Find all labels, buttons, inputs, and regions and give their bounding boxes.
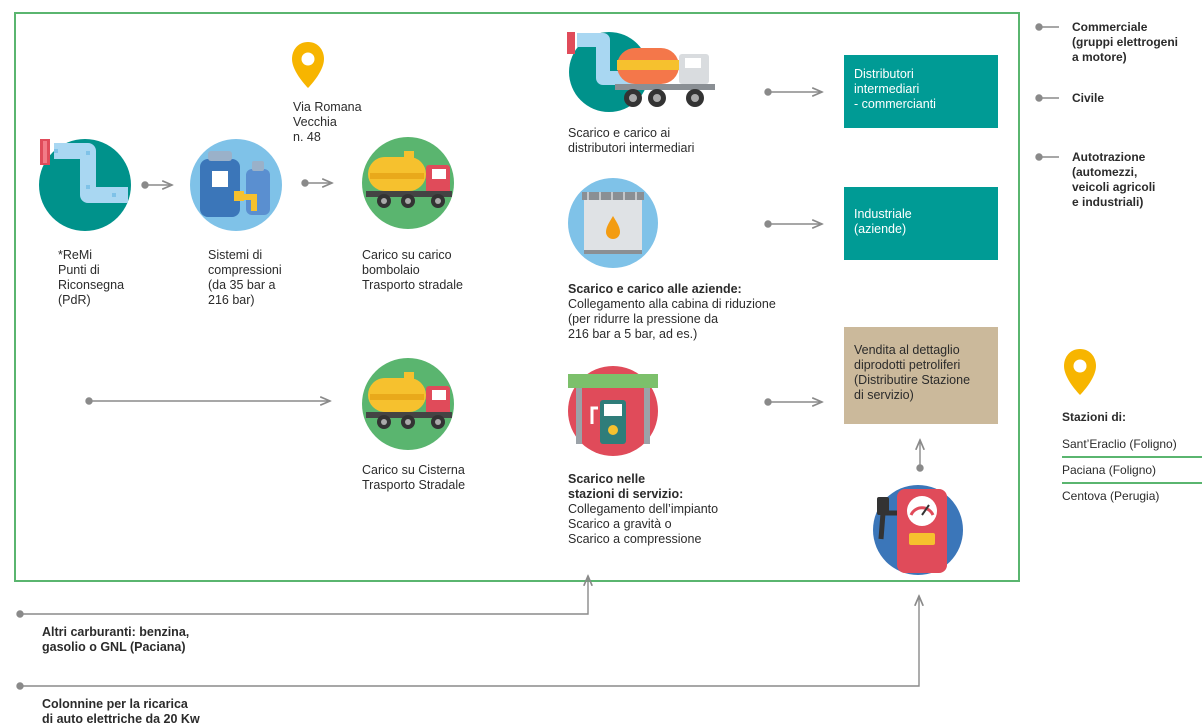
legend-civile: Civile: [1072, 91, 1105, 105]
main-frame: [14, 12, 1020, 582]
truck-tank-icon: [362, 137, 454, 229]
service-station-icon: [568, 366, 658, 456]
box-industriale: Industriale(aziende): [844, 187, 998, 260]
arrow-to-industriale: [764, 221, 822, 227]
legend-line-autotrazione: [1035, 153, 1059, 161]
aziende-caption: Scarico e carico alle aziende: Collegame…: [568, 282, 776, 341]
station-item: Centova (Perugia): [1062, 489, 1160, 503]
legend-line-commerciale: [1035, 23, 1059, 31]
industrial-tank-icon: [568, 178, 658, 268]
arrow-to-cisterna: [85, 398, 330, 404]
pipe-icon: [39, 139, 131, 231]
fuel-pump-icon: [873, 485, 963, 575]
station-item: Sant’Eraclio (Foligno): [1062, 437, 1177, 451]
distributor-truck-icon: [567, 32, 715, 112]
location-pin-icon: [1064, 349, 1096, 395]
arrow-pump-vendita: [917, 440, 923, 472]
compression-tanks-icon: [190, 139, 282, 231]
arrow-to-vendita: [764, 399, 822, 405]
legend-line-civile: [1035, 94, 1059, 102]
station-divider: [1062, 456, 1202, 458]
station-divider: [1062, 482, 1202, 484]
arrow-to-distributori: [764, 89, 822, 95]
location-pin-icon: [292, 42, 324, 88]
tanker-truck-icon: [362, 358, 454, 450]
arrow-altri-carburanti: [16, 576, 588, 618]
arrow-remi-compressione: [141, 182, 172, 188]
arrow-colonnine: [16, 596, 919, 690]
station-item: Paciana (Foligno): [1062, 463, 1157, 477]
stations-title: Stazioni di:: [1062, 410, 1126, 424]
arrow-compressione-bombolaio: [301, 180, 332, 186]
altri-carburanti-note: Altri carburanti: benzina,gasolio o GNL …: [42, 625, 190, 654]
